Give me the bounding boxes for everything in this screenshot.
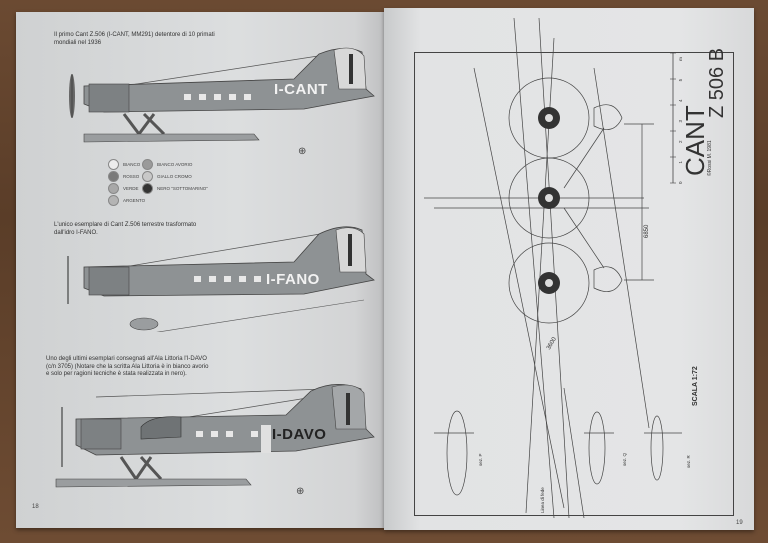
swatch-icon (142, 183, 153, 194)
legend-item: BIANCO AVORIO (142, 159, 192, 170)
caption-line: (c/n 3705) (Notare che la scritta Ala Li… (46, 363, 209, 370)
page-number: 18 (32, 504, 39, 510)
drawing-subtitle: Z 506 B (706, 47, 728, 118)
drawing-frame (414, 52, 734, 516)
legend-item: ARGENTO (108, 195, 145, 206)
aircraft-i-cant-illustration (69, 47, 375, 143)
caption-line: dall'idro I-FANO. (54, 229, 98, 236)
legend-item: ROSSO (108, 171, 139, 182)
caption-i-fano: L'unico esemplare di Cant Z.506 terrestr… (54, 222, 196, 237)
section-label: sez. R (686, 455, 691, 468)
swatch-icon (108, 195, 119, 206)
tick: 4 (678, 81, 683, 102)
swatch-icon (142, 171, 153, 182)
datum-label: Linea di fede (540, 487, 545, 513)
color-legend: BIANCO BIANCO AVORIO ROSSO GIALLO CROMO … (108, 159, 258, 219)
emblem-icon: ⊕ (298, 146, 307, 157)
section-label: sez. Q (622, 452, 627, 466)
registration-i-davo: I-DAVO (272, 426, 327, 443)
legend-item: GIALLO CROMO (142, 171, 192, 182)
three-view-drawing (424, 17, 682, 519)
scale-bar (670, 52, 676, 184)
legend-label: NERO "SOTTOMARINO" (157, 186, 208, 191)
swatch-icon (108, 159, 119, 170)
right-page: 6850 3600 012345m CANT Z 506 B ©Rossi M.… (384, 8, 754, 530)
tick: 5 (678, 60, 683, 82)
swatch-icon (108, 183, 119, 194)
caption-line: L'unico esemplare di Cant Z.506 terrestr… (54, 222, 197, 228)
caption-line: e solo per ragioni tecniche è stata real… (46, 371, 187, 377)
aircraft-i-davo-illustration (55, 384, 375, 488)
legend-item: NERO "SOTTOMARINO" (142, 183, 208, 194)
legend-label: BIANCO AVORIO (157, 162, 193, 167)
legend-label: VERDE (123, 186, 139, 191)
caption-i-davo: Uno degli ultimi esemplari consegnati al… (46, 356, 208, 379)
registration-i-cant: I-CANT (274, 81, 328, 98)
dimension-label: 6850 (644, 224, 650, 238)
legend-label: BIANCO (123, 162, 141, 167)
registration-i-fano: I-FANO (266, 271, 320, 288)
legend-label: ROSSO (123, 174, 140, 179)
legend-label: GIALLO CROMO (157, 174, 192, 179)
swatch-icon (142, 159, 153, 170)
drawing-credit: ©Rossi M. 1981 (707, 140, 713, 176)
caption-line: Uno degli ultimi esemplari consegnati al… (46, 356, 207, 362)
legend-item: VERDE (108, 183, 139, 194)
left-page: Il primo Cant Z.506 (I-CANT, MM291) dete… (16, 12, 384, 528)
swatch-icon (108, 171, 119, 182)
page-number: 19 (736, 520, 743, 526)
tick-unit: m (678, 39, 683, 61)
legend-item: BIANCO (108, 159, 140, 170)
section-label: sez. P (478, 453, 483, 466)
aircraft-i-fano-illustration (67, 226, 375, 332)
caption-i-cant: Il primo Cant Z.506 (I-CANT, MM291) dete… (54, 32, 215, 47)
caption-line: Il primo Cant Z.506 (I-CANT, MM291) dete… (54, 32, 215, 38)
legend-label: ARGENTO (123, 198, 146, 203)
emblem-icon: ⊕ (296, 486, 305, 497)
caption-line: mondiali nel 1936 (54, 39, 102, 46)
scale-label: SCALA 1:72 (692, 366, 699, 406)
